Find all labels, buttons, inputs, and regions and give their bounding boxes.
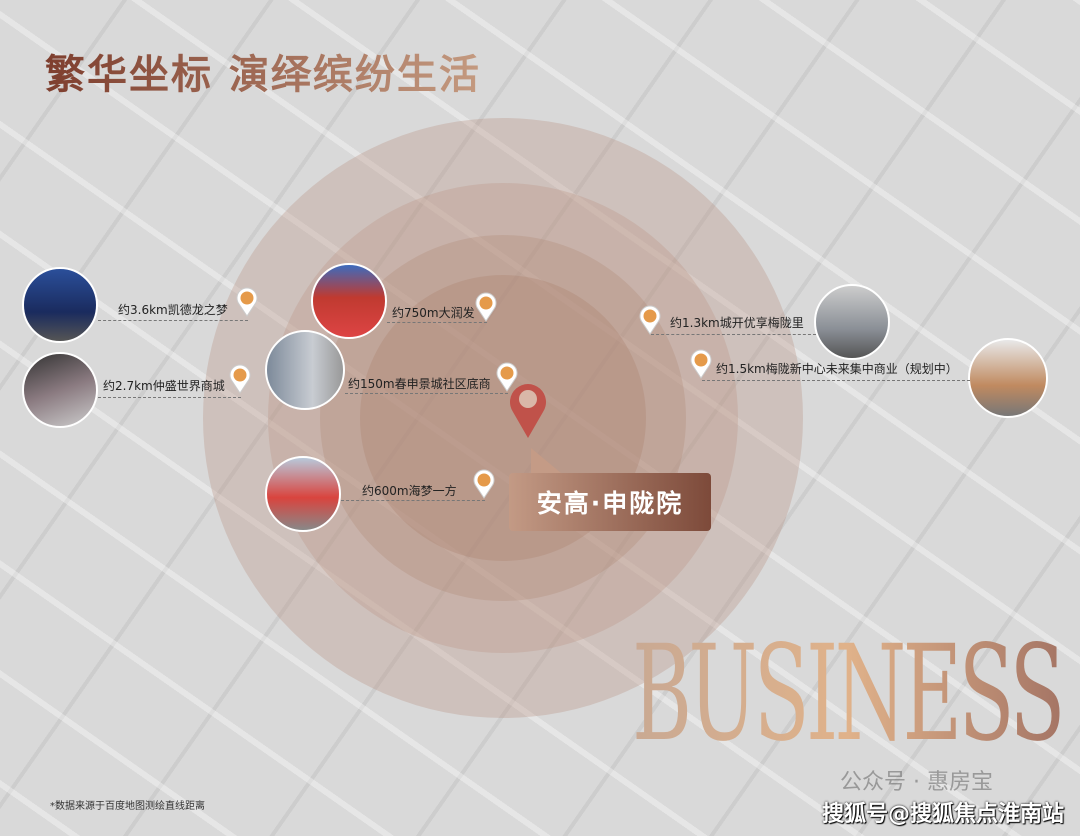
location-pin-icon [496,362,518,392]
location-pin-icon [229,364,251,394]
location-pin-icon [236,287,258,317]
poi-label: 约3.6km凯德龙之梦 [118,303,228,317]
location-pin-icon [473,469,495,499]
poi-photo [311,263,387,339]
leader-line [651,334,816,335]
leader-line [341,500,485,501]
poi-label: 约2.7km仲盛世界商城 [103,379,225,393]
poi-label: 约1.3km城开优享梅陇里 [670,316,804,330]
poi-label: 约1.5km梅陇新中心未来集中商业（规划中） [716,362,958,376]
footnote: *数据来源于百度地图测绘直线距离 [50,801,205,812]
location-pin-icon [639,305,661,335]
wechat-watermark: 公众号 · 惠房宝 [840,770,993,795]
poi-photo [22,352,98,428]
location-pin-icon [690,349,712,379]
leader-line [98,397,241,398]
poi-label: 约750m大润发 [392,306,475,320]
leader-line [98,320,248,321]
poi-label: 约150m春申景城社区底商 [348,377,491,391]
decorative-business-text: BUSINESS [632,617,1066,771]
leader-line [387,322,487,323]
location-pin-icon [475,292,497,322]
poi-photo [22,267,98,343]
page-title: 繁华坐标 演绎缤纷生活 [45,42,481,100]
project-name: 安高·申陇院 [536,489,684,518]
poi-label: 约600m海梦一方 [362,484,457,498]
leader-line [702,380,970,381]
project-location-pin-icon [510,384,546,438]
poi-photo [265,330,345,410]
poi-photo [814,284,890,360]
radius-ring-3 [268,183,738,653]
leader-line [345,393,508,394]
poi-photo [265,456,341,532]
radius-ring-outer [203,118,803,718]
project-callout: 安高·申陇院 [509,448,711,531]
poi-photo [968,338,1048,418]
sohu-watermark: 搜狐号@搜狐焦点淮南站 [822,802,1065,827]
